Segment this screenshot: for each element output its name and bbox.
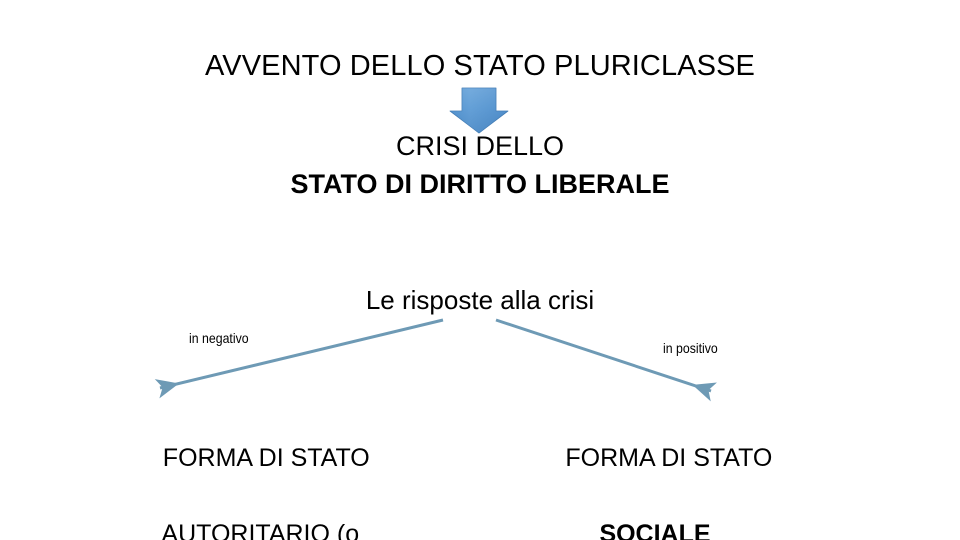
branch-left-text: FORMA DI STATO AUTORITARIO (o TOTALITARI…	[135, 401, 465, 540]
branch-left-line2: AUTORITARIO (o	[161, 520, 360, 540]
branch-right-line1: FORMA DI STATO	[565, 444, 773, 472]
branch-right-text: FORMA DI STATO SOCIALE	[490, 401, 820, 540]
crisi-heading-line1: CRISI DELLO	[395, 131, 565, 161]
down-arrow-icon	[449, 87, 509, 134]
responses-heading: Le risposte alla crisi	[365, 285, 595, 315]
connector-label-negativo: in negativo	[189, 330, 249, 346]
slide-title: AVVENTO DELLO STATO PLURICLASSE	[205, 50, 755, 82]
branch-left-line1: FORMA DI STATO	[162, 444, 370, 472]
branch-right-line2: SOCIALE	[599, 520, 711, 540]
crisi-heading-line2: STATO DI DIRITTO LIBERALE	[290, 169, 670, 199]
connector-label-positivo: in positivo	[663, 340, 718, 356]
